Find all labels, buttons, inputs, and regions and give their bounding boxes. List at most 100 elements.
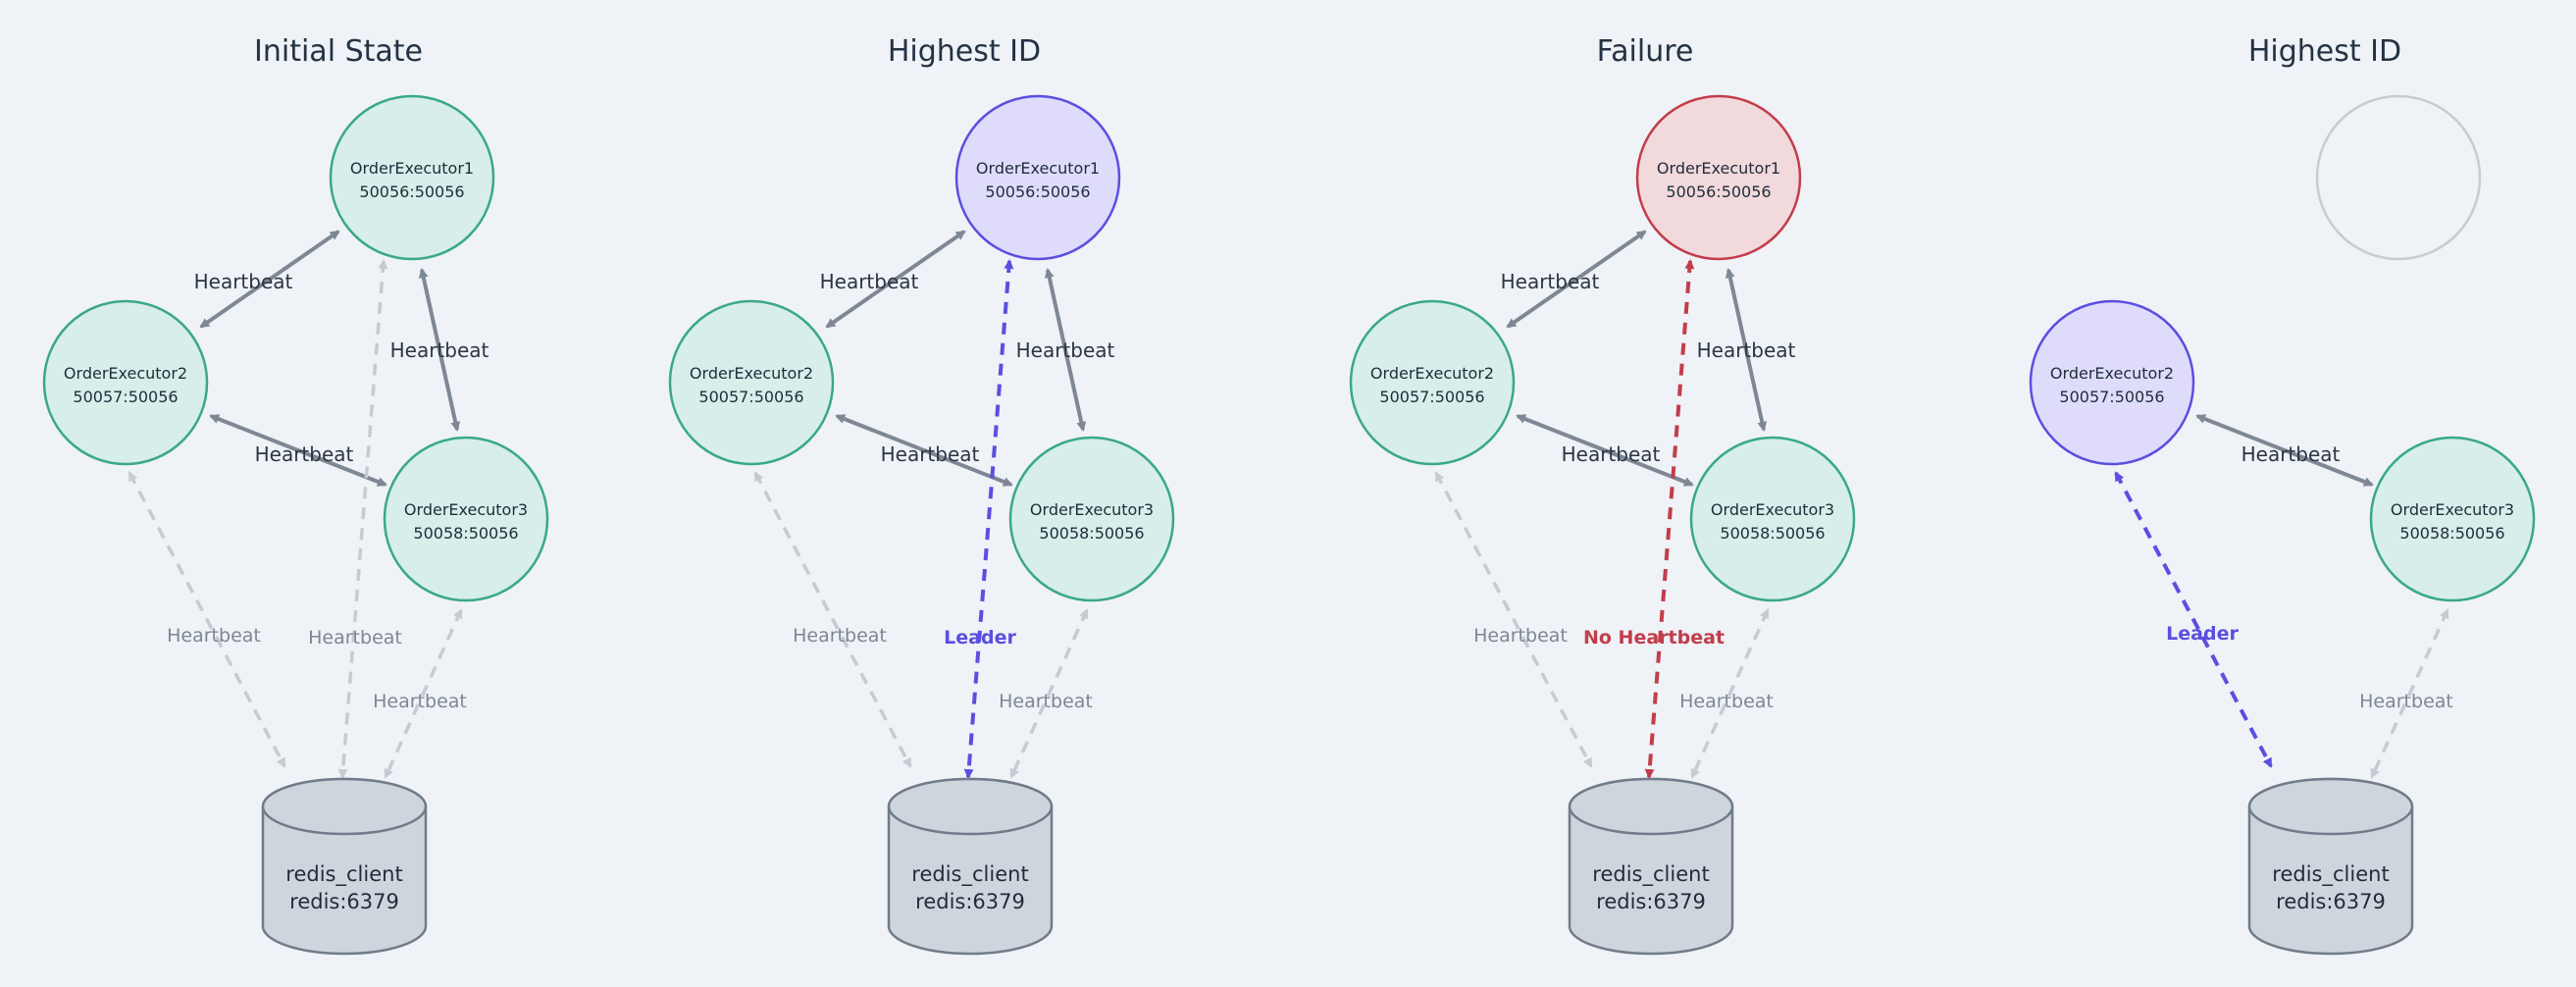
order-executor-node-3: OrderExecutor3 50058:50056 (2369, 436, 2536, 602)
node-name: OrderExecutor3 (404, 500, 528, 519)
node-name: OrderExecutor2 (690, 364, 813, 383)
node-address: 50058:50056 (1720, 524, 1825, 543)
node-name: OrderExecutor2 (1370, 364, 1494, 383)
node-circle (1349, 299, 1516, 466)
order-executor-node-3: OrderExecutor3 50058:50056 (1689, 436, 1856, 602)
node-circle (1689, 436, 1856, 602)
node-circle (383, 436, 549, 602)
db-address: redis:6379 (915, 890, 1025, 913)
db-label-e2: Heartbeat (793, 625, 887, 647)
db-arrow-e3 (384, 608, 463, 779)
db-label-e3: Heartbeat (999, 691, 1093, 712)
db-arrow-e3 (2370, 608, 2449, 779)
heartbeat-arrow-e1-e2 (199, 230, 340, 329)
db-name: redis_client (285, 862, 402, 887)
panel-4: Highest IDHeartbeatLeaderHeartbeatOrderE… (2029, 34, 2536, 956)
panel-title: Highest ID (2248, 34, 2401, 69)
heartbeat-label-e1-e3: Heartbeat (1697, 338, 1796, 362)
db-label-e1: No Heartbeat (1583, 627, 1725, 649)
order-executor-node-1: OrderExecutor1 50056:50056 (1635, 94, 1802, 261)
order-executor-node-2: OrderExecutor2 50057:50056 (2029, 299, 2195, 466)
node-name: OrderExecutor3 (1711, 500, 1834, 519)
order-executor-node-3: OrderExecutor3 50058:50056 (383, 436, 549, 602)
heartbeat-label-e1-e3: Heartbeat (1016, 338, 1115, 362)
redis-database: redis_client redis:6379 (261, 777, 428, 956)
node-circle (954, 94, 1121, 261)
node-address: 50056:50056 (359, 182, 464, 201)
heartbeat-label-e1-e2: Heartbeat (820, 270, 919, 293)
heartbeat-label-e2-e3: Heartbeat (881, 442, 980, 466)
db-top (2247, 777, 2414, 836)
db-label-e2: Leader (2166, 623, 2239, 645)
heartbeat-label-e2-e3: Heartbeat (1562, 442, 1661, 466)
heartbeat-arrow-e1-e3 (418, 268, 461, 432)
db-arrow-e1 (1644, 259, 1695, 779)
order-executor-node-2: OrderExecutor2 50057:50056 (668, 299, 835, 466)
db-name: redis_client (1592, 862, 1709, 887)
panel-3: FailureHeartbeatHeartbeatHeartbeatHeartb… (1349, 34, 1856, 956)
order-executor-node-1 (2315, 94, 2482, 261)
db-top (1568, 777, 1734, 836)
panel-1: Initial StateHeartbeatHeartbeatHeartbeat… (42, 34, 549, 956)
node-name: OrderExecutor1 (976, 159, 1100, 178)
node-name: OrderExecutor3 (2391, 500, 2514, 519)
node-address: 50056:50056 (1666, 182, 1771, 201)
db-address: redis:6379 (1596, 890, 1706, 913)
node-address: 50058:50056 (413, 524, 518, 543)
order-executor-node-2: OrderExecutor2 50057:50056 (1349, 299, 1516, 466)
db-arrow-e3 (1009, 608, 1089, 779)
node-address: 50056:50056 (985, 182, 1090, 201)
order-executor-node-1: OrderExecutor1 50056:50056 (954, 94, 1121, 261)
order-executor-node-3: OrderExecutor3 50058:50056 (1008, 436, 1175, 602)
node-circle (2029, 299, 2195, 466)
node-name: OrderExecutor1 (350, 159, 474, 178)
node-circle (1008, 436, 1175, 602)
node-name: OrderExecutor3 (1030, 500, 1154, 519)
db-name: redis_client (911, 862, 1028, 887)
node-circle (42, 299, 209, 466)
db-top (261, 777, 428, 836)
db-arrow-e1 (963, 259, 1014, 779)
panel-title: Initial State (254, 34, 423, 69)
heartbeat-arrow-e1-e2 (1506, 230, 1647, 329)
heartbeat-label-e1-e2: Heartbeat (1501, 270, 1600, 293)
db-label-e3: Heartbeat (1679, 691, 1774, 712)
heartbeat-arrow-e2-e3 (2195, 414, 2374, 487)
db-top (887, 777, 1054, 836)
node-address: 50058:50056 (2399, 524, 2504, 543)
node-circle (2369, 436, 2536, 602)
db-name: redis_client (2272, 862, 2389, 887)
heartbeat-label-e2-e3: Heartbeat (255, 442, 354, 466)
db-address: redis:6379 (289, 890, 399, 913)
db-label-e2: Heartbeat (1473, 625, 1568, 647)
heartbeat-label-e1-e3: Heartbeat (390, 338, 489, 362)
node-circle (1635, 94, 1802, 261)
db-label-e3: Heartbeat (373, 691, 467, 712)
heartbeat-arrow-e1-e2 (825, 230, 966, 329)
db-arrow-e2 (128, 471, 286, 768)
db-address: redis:6379 (2276, 890, 2386, 913)
heartbeat-label-e2-e3: Heartbeat (2241, 442, 2341, 466)
node-address: 50057:50056 (73, 388, 178, 406)
node-address: 50058:50056 (1039, 524, 1144, 543)
db-label-e3: Heartbeat (2359, 691, 2453, 712)
node-address: 50057:50056 (1379, 388, 1484, 406)
db-arrow-e1 (337, 259, 388, 779)
heartbeat-arrow-e1-e3 (1044, 268, 1087, 432)
order-executor-node-1: OrderExecutor1 50056:50056 (329, 94, 495, 261)
redis-database: redis_client redis:6379 (887, 777, 1054, 956)
node-address: 50057:50056 (698, 388, 803, 406)
node-name: OrderExecutor2 (2050, 364, 2174, 383)
node-name: OrderExecutor1 (1657, 159, 1780, 178)
redis-database: redis_client redis:6379 (1568, 777, 1734, 956)
db-arrow-e3 (1690, 608, 1770, 779)
node-address: 50057:50056 (2059, 388, 2164, 406)
db-arrow-e2 (753, 471, 912, 768)
panel-title: Highest ID (888, 34, 1041, 69)
db-arrow-e2 (1434, 471, 1593, 768)
db-label-e2: Heartbeat (167, 625, 261, 647)
node-circle (329, 94, 495, 261)
db-arrow-e2 (2114, 471, 2273, 768)
